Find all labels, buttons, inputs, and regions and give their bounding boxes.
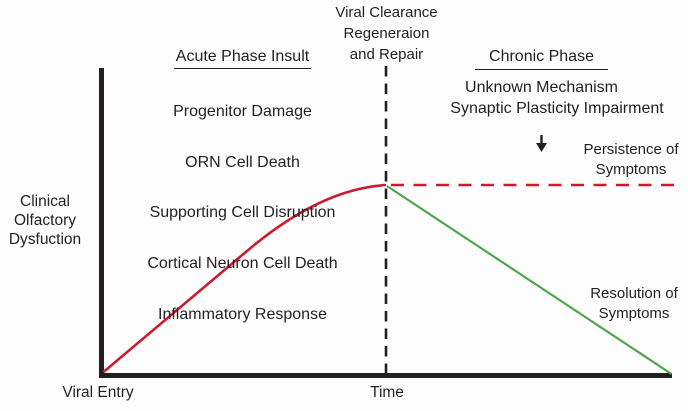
chronic-phase-mechanism: Unknown Mechanism (465, 79, 618, 96)
acute-phase-item: Cortical Neuron Cell Death (147, 255, 338, 273)
y-axis-label: Clinical Olfactory Dysfuction (8, 193, 82, 248)
resolution-line (386, 185, 673, 375)
acute-dysfunction-curve (102, 183, 387, 373)
down-arrow-icon (421, 117, 662, 152)
acute-phase-item: ORN Cell Death (185, 153, 300, 171)
acute-phase-list: Progenitor Damage ORN Cell Death Support… (122, 74, 363, 352)
acute-phase-title: Acute Phase Insult (173, 47, 312, 69)
viral-clearance-label: Viral Clearance Regeneraion and Repair (335, 4, 438, 63)
acute-phase-item: Inflammatory Response (158, 305, 327, 323)
acute-phase-block: Acute Phase Insult Progenitor Damage ORN… (122, 29, 363, 370)
x-axis-origin-label: Viral Entry (62, 384, 134, 401)
chronic-phase-impairment: Synaptic Plasticity Impairment (450, 100, 664, 117)
resolution-of-symptoms-label: Resolution of Symptoms (590, 285, 678, 322)
chronic-phase-block: Chronic Phase Unknown Mechanism (421, 29, 662, 153)
chronic-phase-title: Chronic Phase (475, 47, 608, 70)
acute-phase-item: Supporting Cell Disruption (149, 204, 336, 222)
persistence-of-symptoms-label: Persistence of Symptoms (583, 141, 679, 178)
x-axis-label: Time (370, 384, 404, 401)
acute-phase-item: Progenitor Damage (173, 103, 312, 121)
